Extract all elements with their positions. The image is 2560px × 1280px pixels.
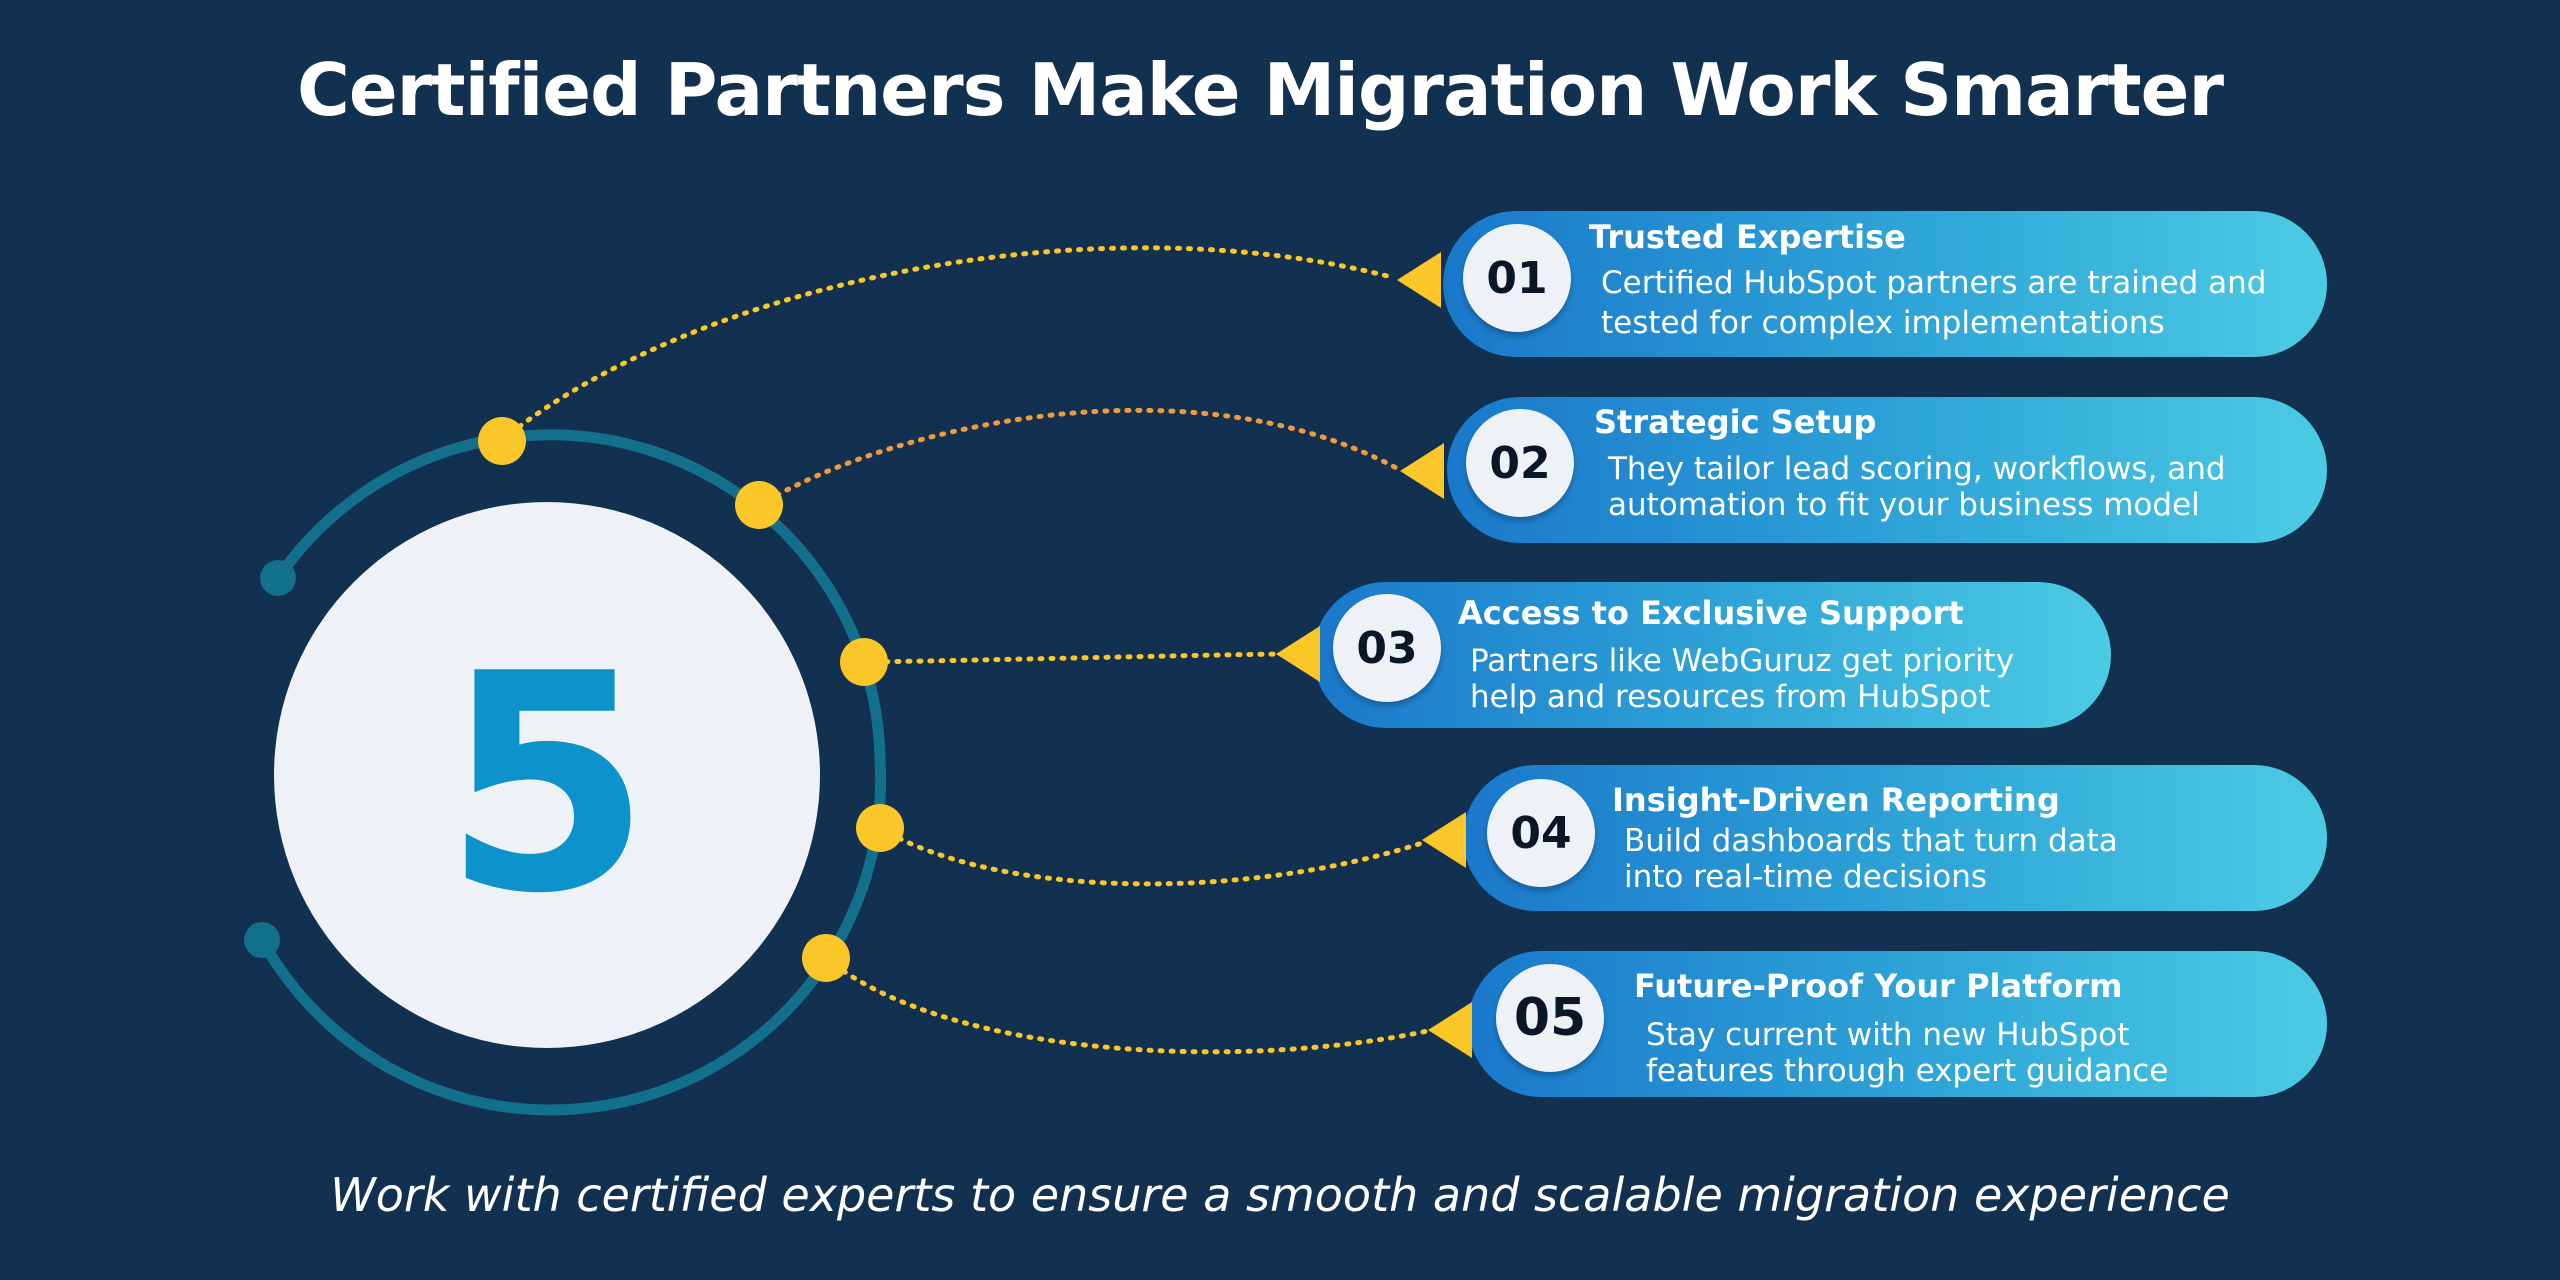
node-dot-03	[840, 638, 888, 686]
item-description-line-1: Stay current with new HubSpot	[1646, 1017, 2130, 1053]
number-badge-01: 01	[1463, 224, 1571, 332]
pointer-arrow-05	[1428, 1002, 1472, 1058]
item-number: 05	[1513, 988, 1587, 1048]
item-card-05	[1468, 951, 2327, 1097]
item-card-04	[1463, 765, 2327, 911]
central-circle: 5	[274, 502, 820, 1048]
item-card-03	[1313, 582, 2111, 728]
connector-line-02	[755, 407, 1403, 509]
item-title: Trusted Expertise	[1589, 218, 1906, 256]
pointer-arrow-02	[1400, 443, 1444, 499]
item-number: 01	[1486, 252, 1548, 304]
node-dot-05	[802, 934, 850, 982]
outer-ring-upper-arc	[272, 429, 886, 766]
connector-line-05	[823, 955, 1435, 1055]
connector-line-04	[877, 825, 1428, 887]
central-number: 5	[442, 610, 652, 959]
item-description-line-1: Build dashboards that turn data	[1624, 823, 2118, 859]
item-description-line-2: tested for complex implementations	[1601, 305, 2165, 341]
item-description-line-1: Partners like WebGuruz get priority	[1470, 643, 2015, 679]
number-badge-02: 02	[1466, 409, 1574, 517]
item-title: Strategic Setup	[1594, 403, 1877, 441]
number-badge-05: 05	[1496, 964, 1604, 1072]
pointer-arrow-03	[1276, 626, 1320, 682]
ring-end-dot-bottom	[244, 922, 280, 958]
item-description-line-2: into real-time decisions	[1624, 859, 1987, 895]
node-dot-01	[478, 417, 526, 465]
item-card-02	[1447, 397, 2327, 543]
item-description-line-2: features through expert guidance	[1646, 1053, 2169, 1089]
item-number: 03	[1356, 622, 1418, 674]
footer-tagline: Work with certified experts to ensure a …	[330, 1168, 2230, 1222]
number-badge-04: 04	[1487, 779, 1595, 887]
item-description-line-1: They tailor lead scoring, workflows, and	[1608, 451, 2226, 487]
outer-ring-lower-arc	[256, 754, 887, 1116]
item-number: 02	[1489, 437, 1551, 489]
item-number: 04	[1510, 807, 1572, 859]
connector-line-01	[499, 245, 1398, 443]
item-title: Future-Proof Your Platform	[1634, 967, 2123, 1005]
node-dot-04	[856, 804, 904, 852]
item-card-01	[1443, 211, 2327, 357]
item-description-line-2: help and resources from HubSpot	[1470, 679, 1991, 715]
connector-line-03	[861, 651, 1281, 665]
pointer-arrow-01	[1397, 252, 1441, 308]
page-title: Certified Partners Make Migration Work S…	[296, 48, 2224, 132]
ring-end-dot-top	[260, 560, 296, 596]
node-dot-02	[735, 481, 783, 529]
item-description-line-2: automation to fit your business model	[1608, 487, 2200, 523]
pointer-arrow-04	[1422, 812, 1466, 868]
number-badge-03: 03	[1333, 594, 1441, 702]
item-title: Access to Exclusive Support	[1458, 594, 1964, 632]
item-title: Insight-Driven Reporting	[1612, 781, 2060, 819]
item-description-line-1: Certified HubSpot partners are trained a…	[1601, 265, 2267, 301]
